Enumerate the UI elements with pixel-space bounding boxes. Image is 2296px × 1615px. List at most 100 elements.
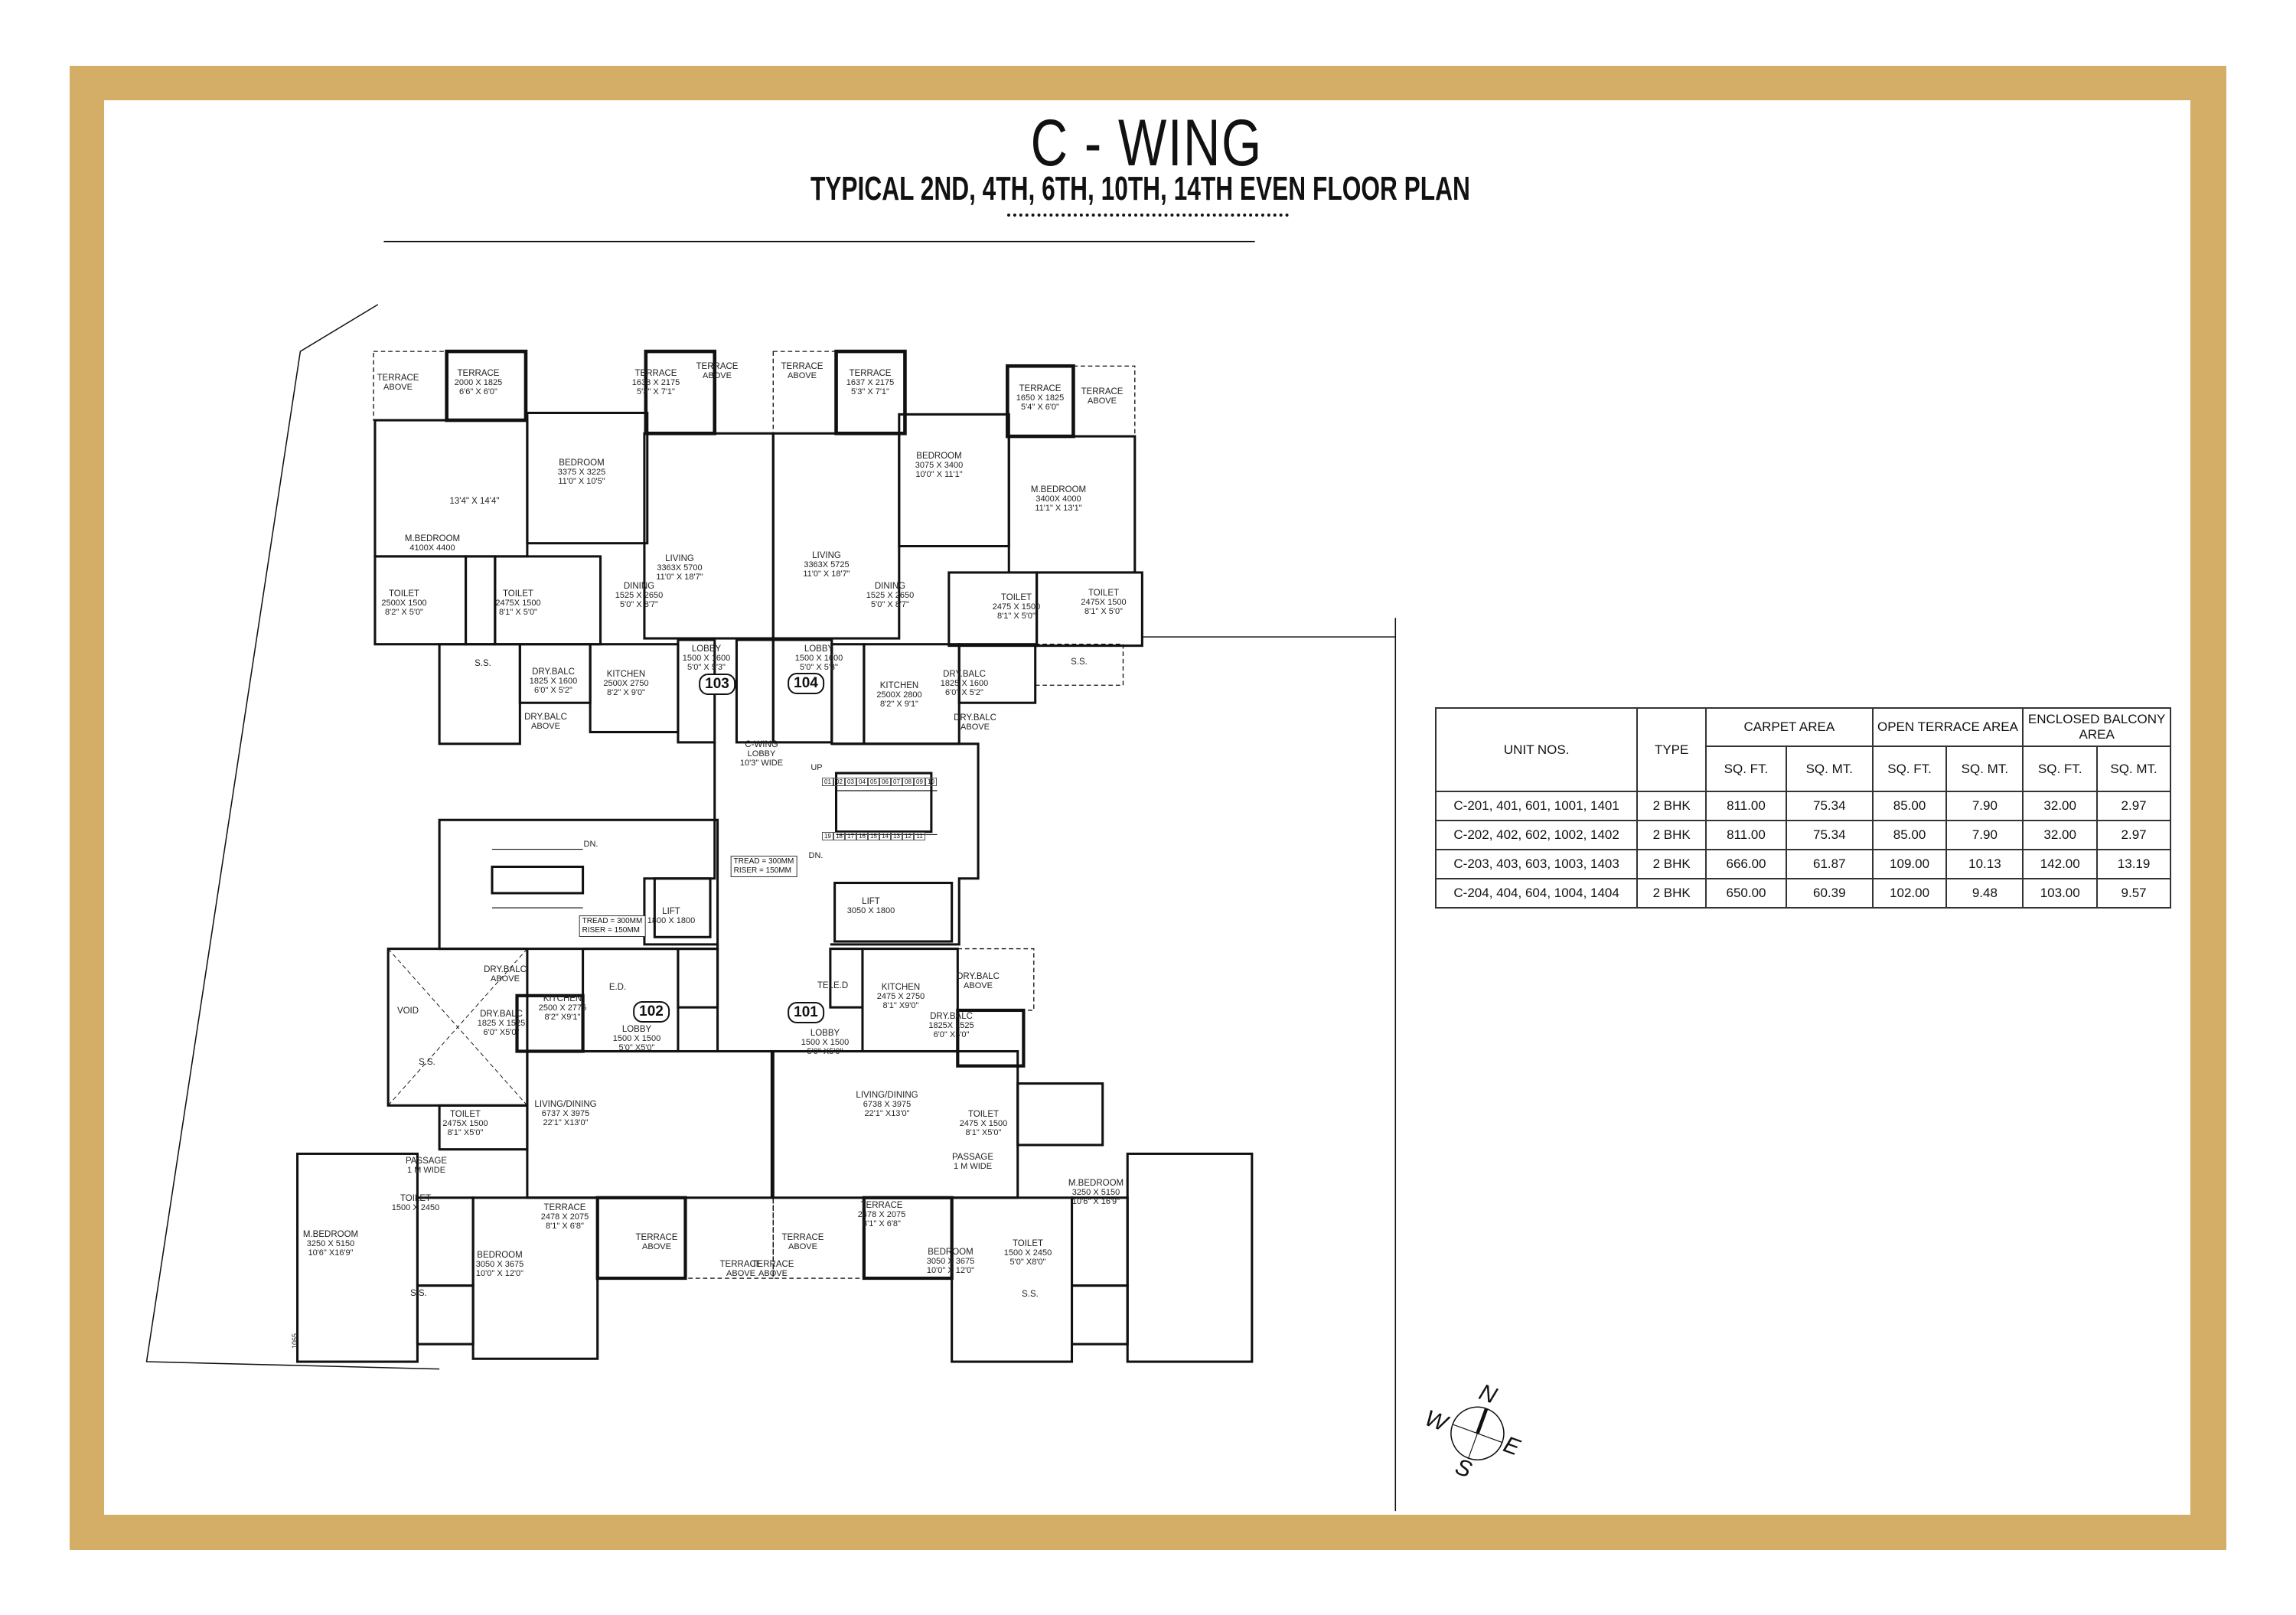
compass-rose [1450,1406,1505,1460]
table-cell: 2 BHK [1636,878,1707,909]
room-size: 1500 X 1500 [801,1038,850,1047]
room-name: S.S. [475,659,491,668]
step-number: 13 [891,832,902,840]
room-name: LIFT [862,897,880,906]
room-size: 5'4" X 6'0" [1021,403,1059,412]
room-name: LIVING [665,554,694,563]
step-number: 15 [868,832,879,840]
room-size: 3050 X 3675 [926,1257,975,1266]
room-label-s-s-: S.S. [1022,1290,1039,1299]
room-size: 1500 X 2450 [1003,1248,1052,1258]
room-size: 11'1" X 13'1" [1035,504,1082,513]
step-number: 04 [856,778,868,786]
room-name: LIVING [812,551,841,560]
room-name: M.BEDROOM [404,534,461,543]
room-size: 1637 X 2175 [846,378,895,387]
header-carpet-area: CARPET AREA [1705,707,1874,747]
step-number: 03 [845,778,856,786]
table-cell: 32.00 [2022,820,2099,850]
room-name: LIVING/DINING [856,1091,918,1100]
room-name: BEDROOM [559,458,605,468]
table-cell: 103.00 [2022,878,2099,909]
table-cell: 75.34 [1785,820,1874,850]
table-cell: 650.00 [1705,878,1787,909]
room-size: 11'0" X 18'7" [656,573,703,582]
table-cell: 666.00 [1705,849,1787,879]
room-name: TOILET [388,589,420,599]
room-size: 8'1" X9'0" [882,1001,919,1010]
room-size: 3250 X 5150 [306,1239,355,1248]
room-name: TERRACE [1081,387,1124,396]
room-name: S.S. [419,1058,435,1067]
room-name: DINING [874,582,906,591]
table-cell: 60.39 [1785,878,1874,909]
step-number: 09 [914,778,925,786]
step-number: 12 [902,832,914,840]
room-name: TERRACE [635,1233,678,1242]
room-name: DRY.BALC [957,972,1000,981]
room-size: 2475X 1500 [495,599,541,608]
room-size: 5'0" X 8'7" [871,600,909,609]
room-size: 2500X 2800 [876,690,922,700]
room-name: TOILET [1088,589,1120,598]
room-size: 5'0" X 5'3" [800,663,838,672]
room-name: TERRACE [849,369,892,378]
room-name: TOILET [502,589,534,599]
room-name: TERRACE [696,362,739,371]
room-size: ABOVE [758,1269,788,1278]
room-name: TELE.D [817,981,849,990]
riser-text: RISER = 150MM [733,866,791,875]
room-size: 1 M WIDE [953,1162,993,1171]
room-size: 5'3" X 7'1" [851,387,889,396]
title-underline [1007,214,1289,217]
room-name: M.BEDROOM [1068,1179,1124,1188]
step-number: 01 [822,778,833,786]
room-size: 2475 X 1500 [992,602,1041,612]
room-name: TERRACE [1019,384,1062,393]
room-size: 1525 X 2650 [615,591,664,600]
header-open-terrace-area: OPEN TERRACE AREA [1871,707,2024,747]
room-size: 2478 X 2075 [857,1210,906,1219]
tread-text: TREAD = 300MM [733,857,794,866]
area-statement-table: UNIT NOS. TYPE CARPET AREA OPEN TERRACE … [1434,707,2171,909]
room-size: 6'0" X 5'2" [945,688,983,697]
room-size: 11'0" X 18'7" [803,569,850,579]
room-name: KITCHEN [879,681,919,690]
room-name: LIVING/DINING [534,1100,597,1109]
room-size: 2475X 1500 [442,1119,488,1128]
room-size: 5'0" X 5'3" [687,663,726,672]
room-size: ABOVE [703,371,732,380]
room-name: S.S. [410,1289,427,1298]
header-type: TYPE [1636,707,1707,792]
room-size: 11'0" X 10'5" [558,477,605,486]
unit-102-walls [296,948,774,1363]
room-name: LOBBY [804,644,834,654]
step-number: 18 [833,832,845,840]
room-size: 8'2" X 9'1" [880,700,918,709]
room-size: 3050 X 3675 [475,1260,524,1269]
room-name: E.D. [608,983,627,992]
room-label-tele-d: TELE.D [817,981,848,990]
room-name: TOILET [1012,1239,1044,1248]
